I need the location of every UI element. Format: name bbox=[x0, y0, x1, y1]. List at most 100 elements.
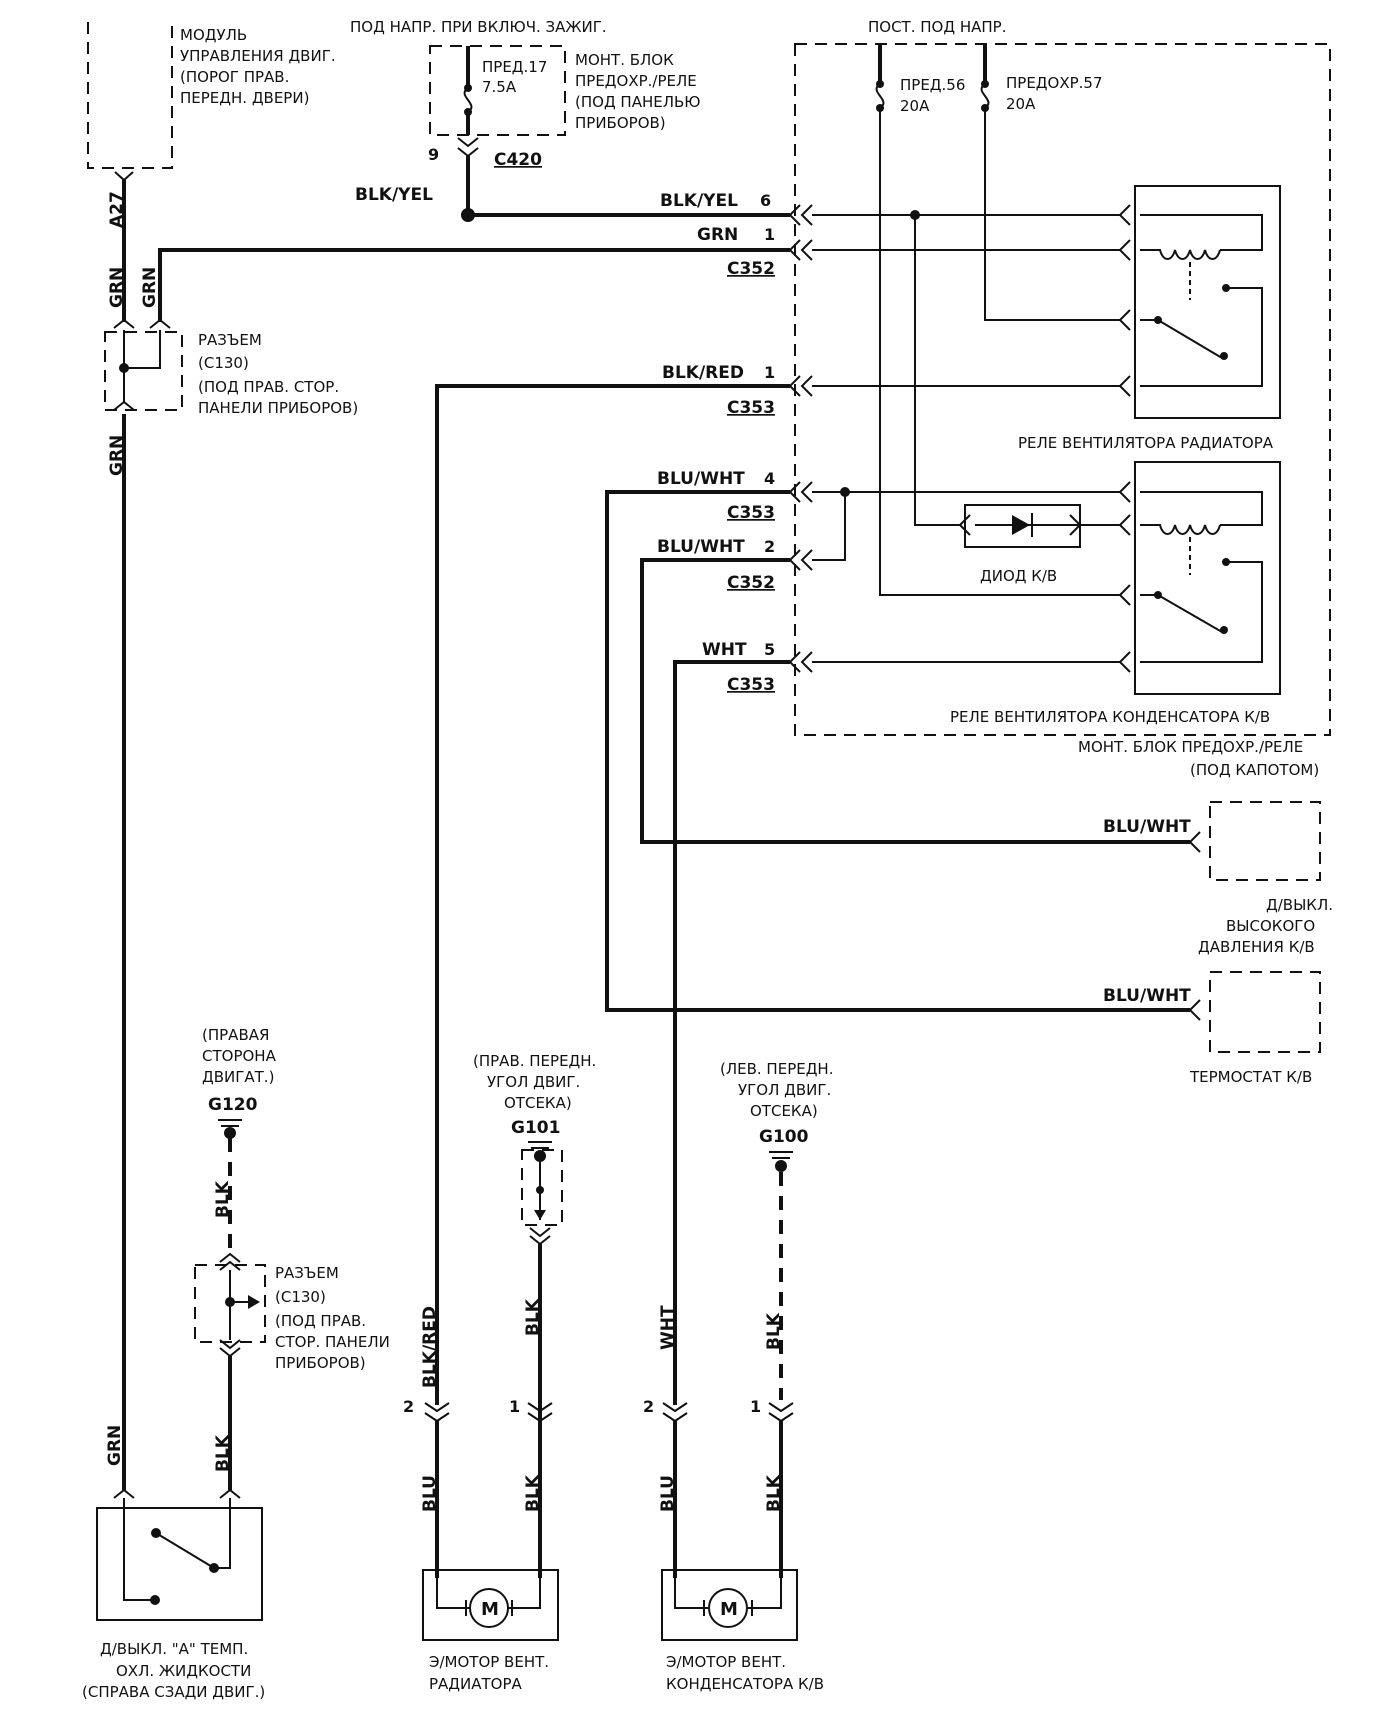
condenser-relay-label: РЕЛЕ ВЕНТИЛЯТОРА КОНДЕНСАТОРА К/В bbox=[950, 708, 1270, 726]
condenser-motor-icon bbox=[708, 1588, 748, 1628]
condenser-pin-1: 1 bbox=[750, 1397, 761, 1416]
condenser-fan-motor: M Э/МОТОР ВЕНТ. КОНДЕНСАТОРА К/В bbox=[661, 1569, 824, 1693]
ecm-terminal bbox=[114, 171, 134, 182]
g101-ground: (ПРАВ. ПЕРЕДН. УГОЛ ДВИГ. ОТСЕКА) G101 bbox=[473, 1052, 596, 1246]
c130-bottom-label-4: СТОР. ПАНЕЛИ bbox=[275, 1333, 390, 1351]
wire-label-grn-right: GRN bbox=[140, 267, 160, 308]
g101-ground-icon bbox=[528, 1141, 552, 1149]
wire-blu-wht-thermostat bbox=[605, 490, 1190, 1012]
wire-label-grn-c352: GRN bbox=[697, 225, 738, 245]
wire-label-blu-wht-pressure: BLU/WHT bbox=[1103, 817, 1191, 837]
radiator-pin-1: 1 bbox=[509, 1397, 520, 1416]
fuse-57-label-1: ПРЕДОХР.57 bbox=[1006, 74, 1103, 92]
ecm-label-1: МОДУЛЬ bbox=[180, 26, 247, 44]
hot-at-all-times-label: ПОСТ. ПОД НАПР. bbox=[868, 18, 1006, 36]
hood-box-label-2: (ПОД КАПОТОМ) bbox=[1190, 761, 1319, 779]
condenser-motor-connector: 2 1 bbox=[643, 1397, 794, 1423]
radiator-pin-2: 2 bbox=[403, 1397, 414, 1416]
wire-label-blk-red-vertical: BLK/RED bbox=[420, 1306, 440, 1388]
c130-bottom-label-2: (C130) bbox=[275, 1288, 326, 1306]
g120-ground: (ПРАВАЯ СТОРОНА ДВИГАТ.) G120 BLK bbox=[202, 1026, 277, 1248]
ac-pressure-switch: BLU/WHT Д/ВЫКЛ. ВЫСОКОГО ДАВЛЕНИЯ К/В bbox=[1103, 801, 1333, 956]
condenser-relay-coil bbox=[1140, 524, 1221, 535]
ac-diode-label: ДИОД К/В bbox=[980, 567, 1057, 585]
wire-label-grn-left: GRN bbox=[107, 267, 127, 308]
coolant-switch-label-1: Д/ВЫКЛ. "A" ТЕМП. bbox=[100, 1640, 248, 1658]
condenser-motor-label-2: КОНДЕНСАТОРА К/В bbox=[666, 1675, 824, 1693]
fuse-57: ПРЕДОХР.57 20A bbox=[980, 44, 1103, 113]
thermostat-label: ТЕРМОСТАТ К/В bbox=[1189, 1068, 1312, 1086]
coolant-switch-label-2: ОХЛ. ЖИДКОСТИ bbox=[116, 1662, 251, 1680]
pin-1-c352: 1 bbox=[764, 225, 775, 244]
wire-blu-wht-pressure bbox=[640, 558, 1190, 844]
box-internal-wiring bbox=[812, 108, 1120, 663]
hood-box-label-1: МОНТ. БЛОК ПРЕДОХР./РЕЛЕ bbox=[1078, 738, 1303, 756]
wire-label-blk-g120: BLK bbox=[213, 1180, 233, 1218]
g120-desc-3: ДВИГАТ.) bbox=[202, 1068, 274, 1086]
ac-thermostat: BLU/WHT ТЕРМОСТАТ К/В bbox=[1103, 971, 1321, 1086]
c353-label-3: C353 bbox=[727, 675, 775, 695]
dash-box-label-3: (ПОД ПАНЕЛЬЮ bbox=[575, 93, 701, 111]
hot-in-run-label: ПОД НАПР. ПРИ ВКЛЮЧ. ЗАЖИГ. bbox=[350, 18, 607, 36]
pressure-switch-label-3: ДАВЛЕНИЯ К/В bbox=[1198, 938, 1315, 956]
g100-desc-3: ОТСЕКА) bbox=[750, 1102, 818, 1120]
c352-label-bottom: C352 bbox=[727, 573, 775, 593]
dash-box-label-2: ПРЕДОХР./РЕЛЕ bbox=[575, 72, 697, 90]
g100-ground: (ЛЕВ. ПЕРЕДН. УГОЛ ДВИГ. ОТСЕКА) G100 bbox=[720, 1060, 833, 1400]
fuse-56-label-2: 20A bbox=[900, 97, 930, 115]
c420-pin-9: 9 bbox=[428, 145, 439, 164]
g120-label: G120 bbox=[208, 1095, 258, 1115]
ac-diode: ДИОД К/В bbox=[959, 504, 1082, 585]
g100-desc-2: УГОЛ ДВИГ. bbox=[738, 1081, 831, 1099]
g100-desc-1: (ЛЕВ. ПЕРЕДН. bbox=[720, 1060, 833, 1078]
g101-desc-1: (ПРАВ. ПЕРЕДН. bbox=[473, 1052, 596, 1070]
radiator-motor-label-1: Э/МОТОР ВЕНТ. bbox=[429, 1653, 549, 1671]
pin-5: 5 bbox=[764, 640, 775, 659]
g120-desc-2: СТОРОНА bbox=[202, 1047, 277, 1065]
radiator-relay-coil bbox=[1140, 249, 1221, 260]
g120-ground-icon bbox=[218, 1119, 242, 1127]
condenser-motor-label-1: Э/МОТОР ВЕНТ. bbox=[666, 1653, 786, 1671]
coolant-temp-switch: Д/ВЫКЛ. "A" ТЕМП. ОХЛ. ЖИДКОСТИ (СПРАВА … bbox=[82, 1488, 265, 1701]
wire-label-blk-coolant: BLK bbox=[213, 1434, 233, 1472]
dash-box-label-4: ПРИБОРОВ) bbox=[575, 114, 666, 132]
coolant-switch-label-3: (СПРАВА СЗАДИ ДВИГ.) bbox=[82, 1683, 265, 1701]
c130-top-label-2: (C130) bbox=[198, 354, 249, 372]
pin-1-c353: 1 bbox=[764, 363, 775, 382]
g120-desc-1: (ПРАВАЯ bbox=[202, 1026, 269, 1044]
pin-4: 4 bbox=[764, 469, 775, 488]
radiator-motor-symbol: M bbox=[481, 1599, 499, 1620]
wire-label-blk-yel-left: BLK/YEL bbox=[355, 185, 433, 205]
condenser-motor-symbol: M bbox=[720, 1599, 738, 1620]
hood-fuse-box: ПОСТ. ПОД НАПР. МОНТ. БЛОК ПРЕДОХР./РЕЛЕ… bbox=[794, 18, 1331, 779]
radiator-motor-connector: 2 1 bbox=[403, 1397, 553, 1423]
g101-desc-2: УГОЛ ДВИГ. bbox=[487, 1073, 580, 1091]
ecm-module: МОДУЛЬ УПРАВЛЕНИЯ ДВИГ. (ПОРОГ ПРАВ. ПЕР… bbox=[87, 22, 336, 228]
wire-blk-red bbox=[435, 384, 790, 1405]
radiator-relay-label: РЕЛЕ ВЕНТИЛЯТОРА РАДИАТОРА bbox=[1018, 434, 1274, 452]
g100-ground-icon bbox=[769, 1151, 793, 1159]
pin-2: 2 bbox=[764, 537, 775, 556]
wire-label-blk-motor-r: BLK bbox=[523, 1474, 543, 1512]
pressure-switch-label-1: Д/ВЫКЛ. bbox=[1266, 896, 1333, 914]
coolant-switch-contact bbox=[155, 1532, 215, 1569]
c130-top-label-4: ПАНЕЛИ ПРИБОРОВ) bbox=[198, 399, 358, 417]
c420-connector bbox=[457, 137, 479, 158]
condenser-pin-2: 2 bbox=[643, 1397, 654, 1416]
wire-label-grn-bottom: GRN bbox=[105, 1425, 125, 1466]
c420-label: C420 bbox=[494, 150, 542, 170]
ecm-label-2: УПРАВЛЕНИЯ ДВИГ. bbox=[180, 47, 336, 65]
radiator-motor-label-2: РАДИАТОРА bbox=[429, 1675, 523, 1693]
c130-top-label-3: (ПОД ПРАВ. СТОР. bbox=[198, 378, 339, 396]
radiator-relay-contact bbox=[1140, 319, 1223, 359]
condenser-relay-contact bbox=[1140, 594, 1223, 633]
wire-label-blk-g101: BLK bbox=[523, 1298, 543, 1336]
radiator-motor-icon bbox=[469, 1588, 509, 1628]
wire-label-wht-top: WHT bbox=[702, 640, 747, 660]
wire-label-wht-vertical: WHT bbox=[658, 1305, 678, 1350]
radiator-fan-motor: M Э/МОТОР ВЕНТ. РАДИАТОРА bbox=[422, 1569, 559, 1693]
c353-label-1: C353 bbox=[727, 398, 775, 418]
c352-label-top: C352 bbox=[727, 259, 775, 279]
c130-bottom-connector: РАЗЪЕМ (C130) (ПОД ПРАВ. СТОР. ПАНЕЛИ ПР… bbox=[194, 1252, 390, 1372]
